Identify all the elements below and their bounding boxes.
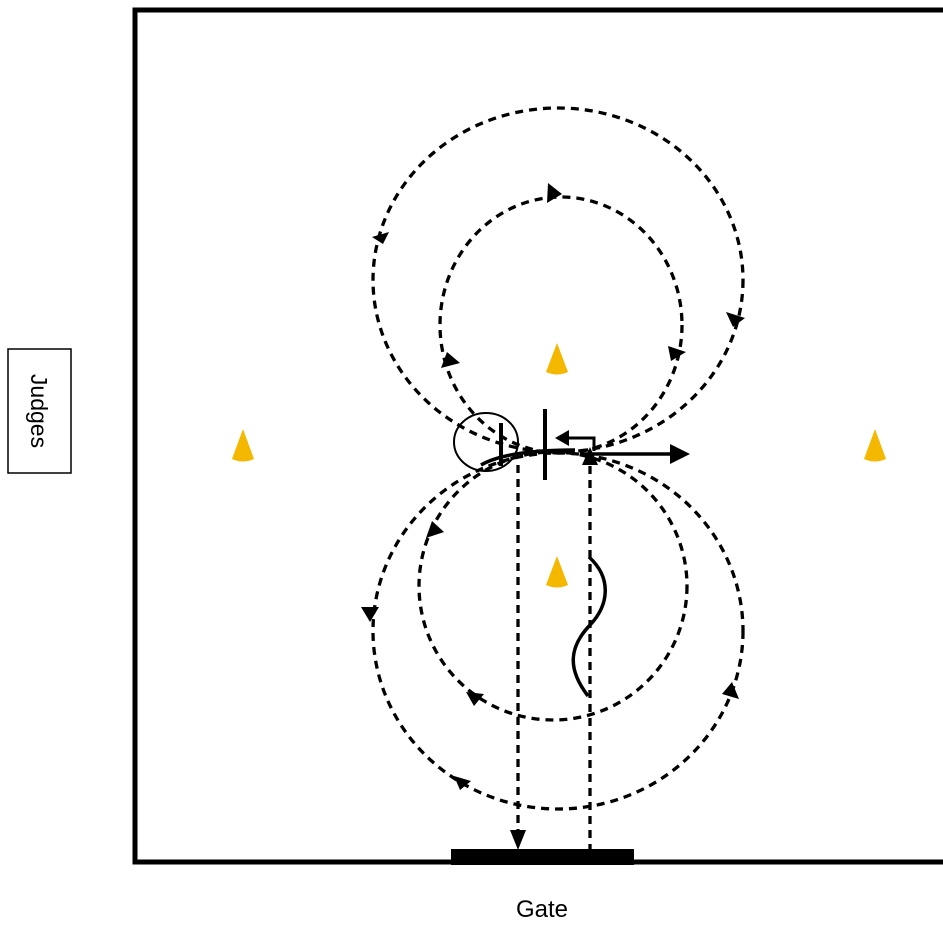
cone-icon	[864, 429, 886, 462]
arena-boundary	[132, 7, 943, 865]
arrowhead-icon	[361, 183, 745, 850]
serpentine-path	[571, 555, 607, 698]
arrowhead-icon	[670, 444, 690, 464]
cone-icon	[232, 429, 254, 462]
center-curve-path	[480, 448, 576, 467]
rein-back-arrow	[566, 436, 596, 451]
cone-icon	[546, 556, 568, 588]
gate-bar	[451, 849, 634, 865]
gate-label: Gate	[516, 896, 568, 923]
lower-large-circle-path	[371, 451, 745, 811]
arrowhead-icon	[555, 430, 569, 446]
judges-label: Judges	[26, 374, 52, 448]
cone-icon	[546, 343, 568, 375]
upper-large-circle-path	[371, 106, 745, 454]
judges-box: Judges	[7, 348, 72, 474]
transition-circle-path	[453, 412, 519, 472]
upper-small-circle-path	[438, 195, 684, 455]
